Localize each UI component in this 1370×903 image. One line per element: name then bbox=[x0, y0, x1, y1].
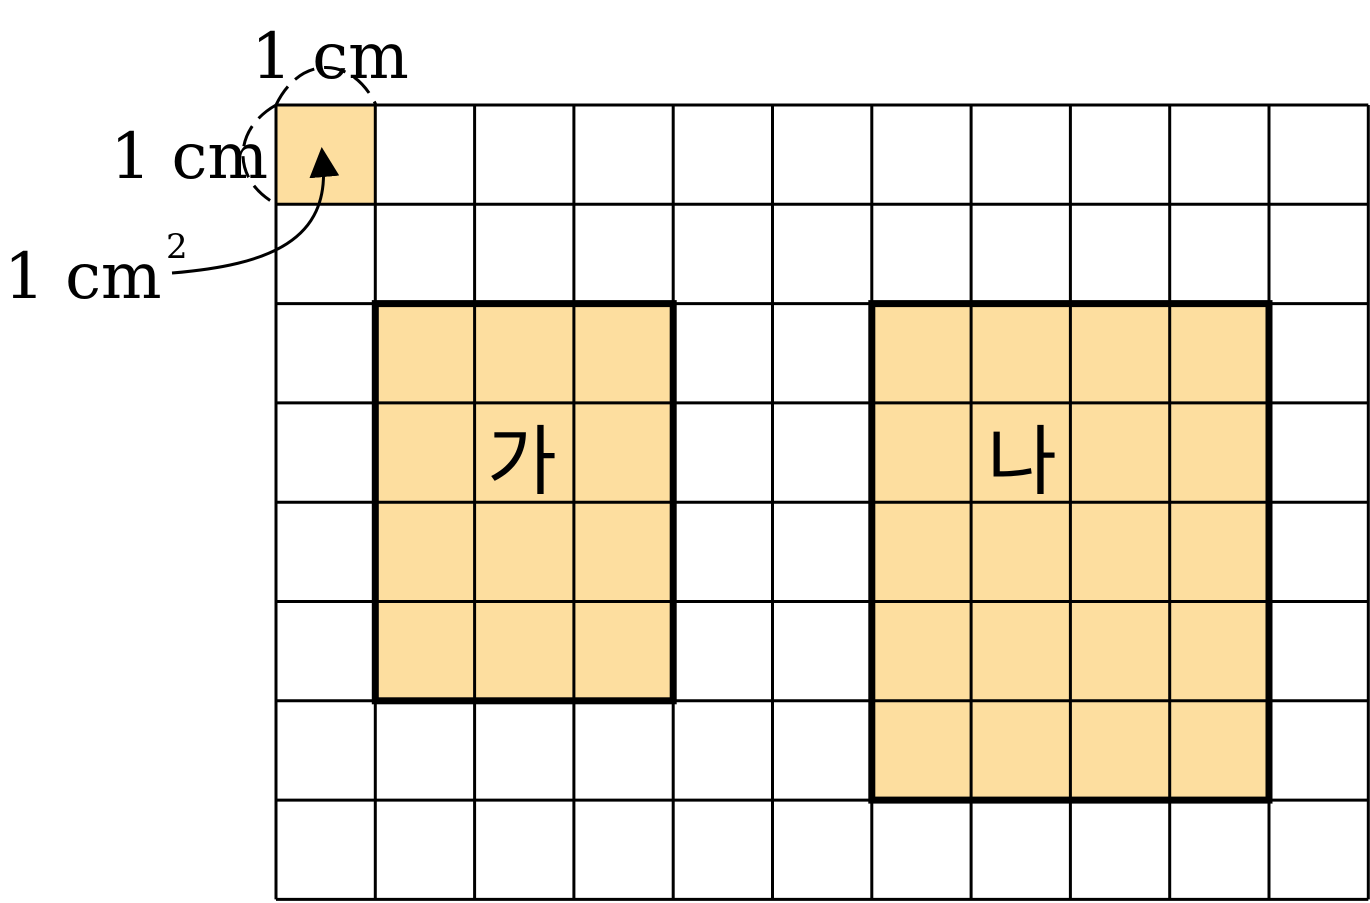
shape-ga-outline bbox=[371, 300, 677, 705]
shape-ga-label: 가 bbox=[487, 417, 557, 506]
shape-na-label: 나 bbox=[987, 417, 1057, 506]
area-arrow bbox=[171, 147, 340, 275]
shape-na-outline bbox=[868, 300, 1273, 804]
top-side-label: 1 cm bbox=[251, 20, 409, 94]
area-exponent: 2 bbox=[166, 227, 188, 267]
top-side-arc bbox=[274, 66, 378, 106]
shape-outlines bbox=[371, 300, 1273, 804]
unit-square bbox=[276, 105, 376, 205]
left-side-arc bbox=[241, 103, 277, 206]
area-label: 1 cm bbox=[4, 240, 162, 314]
left-side-label: 1 cm bbox=[110, 120, 268, 194]
